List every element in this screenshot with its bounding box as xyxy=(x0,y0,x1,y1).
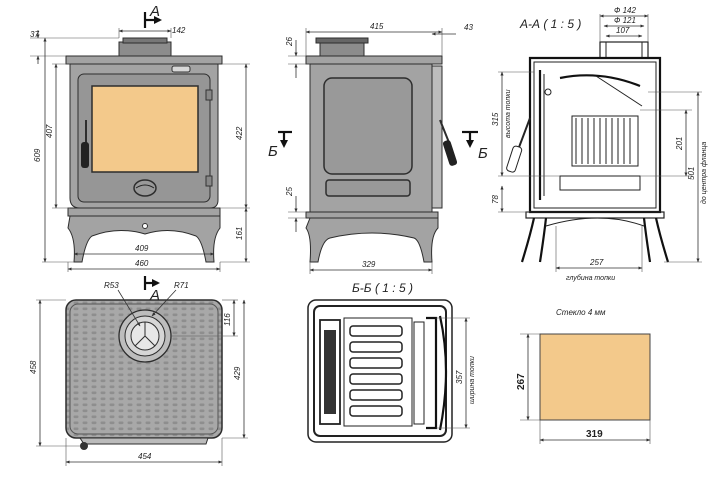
section-aa-title: А-А ( 1 : 5 ) xyxy=(519,17,581,31)
label-firebox-height: высота топки xyxy=(505,89,512,138)
dim-357: 357 xyxy=(455,370,464,384)
stove-top-plate xyxy=(65,55,223,65)
bb-grate xyxy=(343,317,413,427)
dim-43: 43 xyxy=(464,23,473,32)
stove-legs xyxy=(67,215,221,263)
dim-phi142: Ф 142 xyxy=(614,6,636,15)
dim-107: 107 xyxy=(616,26,630,35)
section-mark-b-left: Б xyxy=(268,130,292,160)
dim-26: 26 xyxy=(285,37,294,47)
side-view: 415 43 26 25 329 Б xyxy=(268,22,488,274)
dim-116: 116 xyxy=(223,313,232,326)
dim-25: 25 xyxy=(285,187,294,197)
door-glass xyxy=(91,85,199,173)
dim-329: 329 xyxy=(362,260,376,269)
dim-415: 415 xyxy=(370,22,384,31)
section-aa: А-А ( 1 : 5 ) xyxy=(491,6,708,282)
dim-454: 454 xyxy=(138,452,152,461)
section-bb-title: Б-Б ( 1 : 5 ) xyxy=(352,281,413,295)
dim-r53: R53 xyxy=(104,281,119,290)
glass-detail: Стекло 4 мм 267 319 xyxy=(516,308,651,444)
dim-37: 37 xyxy=(30,30,39,39)
svg-text:А: А xyxy=(149,3,160,20)
label-flange-center: до центра фланца xyxy=(700,142,708,204)
dim-315: 315 xyxy=(491,112,500,126)
dim-407: 407 xyxy=(45,124,54,138)
flue-collar xyxy=(118,41,172,57)
svg-text:А: А xyxy=(149,287,160,304)
dim-78: 78 xyxy=(491,195,500,204)
dim-501: 501 xyxy=(687,167,696,180)
base-plate xyxy=(67,207,221,217)
label-firebox-depth: глубина топки xyxy=(566,274,615,282)
top-view: R53 R71 116 458 429 454 xyxy=(29,276,248,466)
dim-r71: R71 xyxy=(174,281,189,290)
section-mark-a-top: А xyxy=(143,3,162,28)
svg-text:Б: Б xyxy=(268,143,278,160)
section-aa-dimensions: Ф 142 Ф 121 107 315 высота топки 78 201 xyxy=(491,6,708,282)
dim-609: 609 xyxy=(33,148,42,162)
section-bb-dimensions: 357 ширина топки xyxy=(436,317,476,429)
dim-glass-height: 267 xyxy=(516,373,527,390)
dim-460: 460 xyxy=(135,259,149,268)
dim-201: 201 xyxy=(675,137,684,151)
dim-429: 429 xyxy=(233,366,242,380)
dim-458: 458 xyxy=(29,360,38,374)
dim-422: 422 xyxy=(235,126,244,140)
dim-409: 409 xyxy=(135,244,149,253)
side-dimensions: 415 43 26 25 329 xyxy=(285,22,473,274)
label-firebox-width: ширина топки xyxy=(469,356,476,404)
dim-142: 142 xyxy=(172,26,186,35)
front-view: 142 37 609 407 422 161 xyxy=(30,3,250,272)
air-control-knob xyxy=(133,179,157,197)
section-mark-b-right: Б xyxy=(462,130,488,162)
dim-257: 257 xyxy=(589,258,604,267)
section-mark-a-bottom: А xyxy=(143,276,160,304)
side-panel xyxy=(323,77,413,175)
glass-caption: Стекло 4 мм xyxy=(556,308,606,317)
front-dimensions: 142 37 609 407 422 161 xyxy=(30,26,250,272)
svg-text:Б: Б xyxy=(478,145,488,162)
dim-phi121: Ф 121 xyxy=(614,16,636,25)
dim-161: 161 xyxy=(235,227,244,240)
top-dimensions: R53 R71 116 458 429 454 xyxy=(29,281,248,466)
glass-panel xyxy=(539,333,651,421)
section-bb: Б-Б ( 1 : 5 ) 357 ширина топки xyxy=(307,281,476,443)
dim-glass-width: 319 xyxy=(586,429,603,440)
grate xyxy=(571,115,639,167)
